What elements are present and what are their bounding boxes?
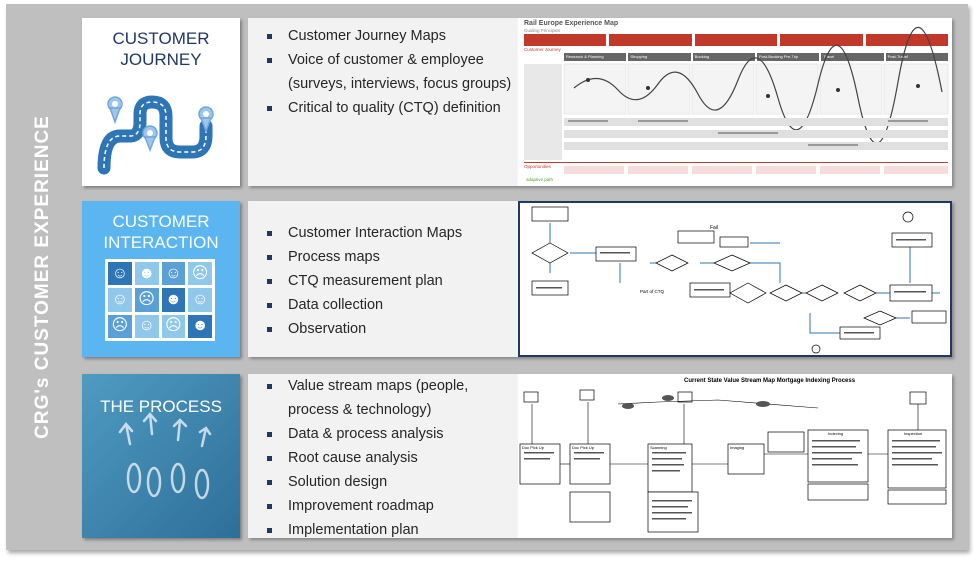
stage-header: Post-Travel [885,53,948,61]
list-item: Improvement roadmap [256,494,514,518]
row-customer-journey: CUSTOMER JOURNEY Customer Journey Maps V… [82,18,952,186]
tile-title-line: CUSTOMER [112,29,210,48]
tile-title-line: JOURNEY [120,50,202,69]
tile-title: THE PROCESS [82,396,240,417]
value-stream-title: Current State Value Stream Map Mortgage … [684,378,856,384]
tile-title-line: INTERACTION [103,233,219,252]
tile-title: CUSTOMER JOURNEY [82,28,240,70]
customer-interaction-panel: Customer Interaction Maps Process maps C… [248,201,952,357]
customer-interaction-tile: CUSTOMER INTERACTION ☺ ☻ ☺ ☹ ☺ ☹ ☻ ☺ ☹ ☺… [82,201,240,357]
stage-header: Booking [692,53,755,61]
smiley-icon: ☺ [108,288,132,312]
customer-journey-panel: Customer Journey Maps Voice of customer … [248,18,952,186]
vsm-box-label: Indexing [828,431,844,436]
list-item: Implementation plan [256,518,514,542]
list-item: Data collection [256,293,514,317]
principle-bar [524,34,949,46]
flow-label-fail: Fail [710,225,719,231]
process-flowchart [531,206,947,354]
vsm-box-label: Doc Pick Up [572,445,595,450]
stage-header: Travel [821,53,884,61]
frown-icon: ☹ [134,288,159,312]
stage-header: Shopping [628,53,691,61]
value-stream-map-thumbnail: Current State Value Stream Map Mortgage … [518,374,952,538]
brand-label: adaptive path [526,177,554,182]
stage-header-row: Research & Planning Shopping Booking Pos… [564,53,948,61]
opportunities-label: Opportunities [524,164,551,169]
list-item: Root cause analysis [256,446,514,470]
smiley-icon: ☻ [188,314,212,338]
tile-title-line: CUSTOMER [112,212,210,231]
smiley-icon: ☻ [134,262,159,286]
list-item: Customer Journey Maps [256,24,514,48]
smiley-icon: ☺ [161,262,186,286]
list-item: Observation [256,317,514,341]
experience-map-section: Customer Journey [524,47,561,52]
smiley-icon: ☺ [134,314,159,338]
row-customer-interaction: CUSTOMER INTERACTION ☺ ☻ ☺ ☹ ☺ ☹ ☻ ☺ ☹ ☺… [82,201,952,357]
list-item: CTQ measurement plan [256,269,514,293]
side-label: CRG's CUSTOMER EXPERIENCE [32,115,53,439]
stage-header: Research & Planning [564,53,627,61]
journey-map-body [524,26,949,174]
list-item: Data & process analysis [256,422,514,446]
side-label-container: CRG's CUSTOMER EXPERIENCE [10,4,76,550]
smiley-icon: ☺ [108,262,132,286]
list-item: Value stream maps (people, process & tec… [256,374,514,422]
the-process-list: Value stream maps (people, process & tec… [256,374,514,542]
list-item: Critical to quality (CTQ) definition [256,96,514,120]
experience-map-thumbnail: Rail Europe Experience Map Guiding Princ… [518,18,952,186]
list-item: Customer Interaction Maps [256,221,514,245]
chalk-arrows-icon [118,412,212,500]
customer-journey-list: Customer Journey Maps Voice of customer … [256,24,514,120]
frown-icon: ☹ [108,314,132,338]
vsm-box-label: Imaging [730,445,745,450]
vsm-box-label: Inspection [904,431,923,436]
frown-icon: ☹ [188,262,212,286]
experience-map-subtitle: Guiding Principles [524,28,561,33]
experience-map-title: Rail Europe Experience Map [524,20,619,27]
value-stream-diagram [519,389,947,533]
vsm-box-label: Scanning [650,445,667,450]
tile-title: CUSTOMER INTERACTION [82,211,240,253]
smiley-icon: ☻ [161,288,186,312]
frown-icon: ☹ [161,314,186,338]
road-journey-icon [97,95,214,175]
emoji-faces-grid: ☺ ☻ ☺ ☹ ☺ ☹ ☻ ☺ ☹ ☺ ☹ ☻ [105,259,215,341]
stage-header: Post-Booking Pre-Trip [756,53,820,61]
list-item: Process maps [256,245,514,269]
process-map-thumbnail: Fail Part of CTQ [518,201,952,357]
customer-journey-tile: CUSTOMER JOURNEY [82,18,240,186]
customer-interaction-list: Customer Interaction Maps Process maps C… [256,221,514,341]
row-the-process: THE PROCESS Value stream maps (people, p… [82,374,952,538]
vsm-box-label: Doc Pick Up [522,445,545,450]
list-item: Voice of customer & employee (surveys, i… [256,48,514,96]
the-process-tile: THE PROCESS [82,374,240,538]
tile-title-line: THE PROCESS [100,397,222,416]
smiley-icon: ☺ [188,288,212,312]
the-process-panel: Value stream maps (people, process & tec… [248,374,952,538]
list-item: Solution design [256,470,514,494]
flow-label-ctq: Part of CTQ [640,289,665,294]
